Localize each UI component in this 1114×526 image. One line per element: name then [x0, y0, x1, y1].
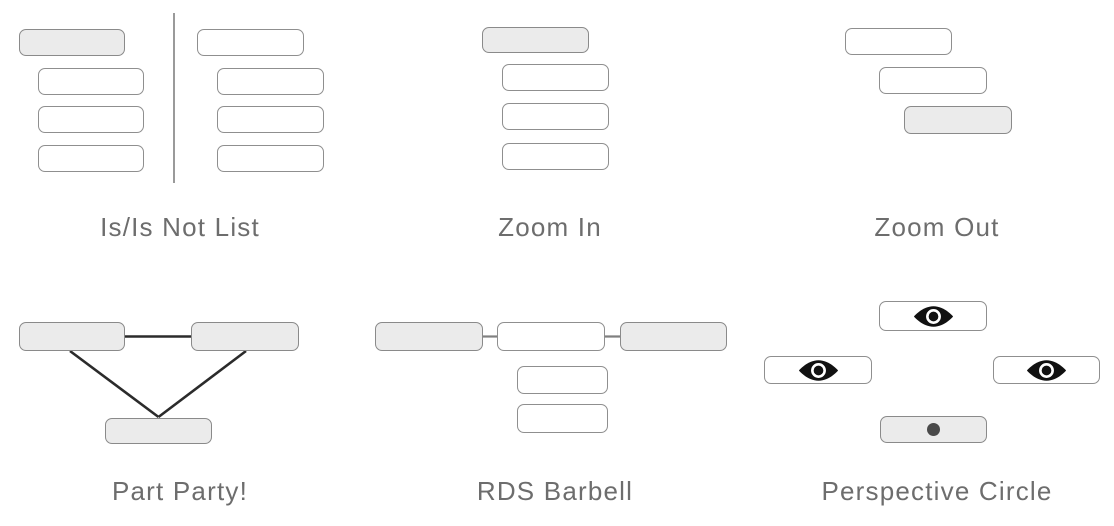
node-box — [217, 68, 324, 95]
node-box — [217, 106, 324, 133]
node-box — [38, 106, 144, 133]
node-box — [197, 29, 304, 56]
node-box — [38, 145, 144, 172]
node-box — [502, 143, 609, 170]
template-option-zoom-out[interactable]: Zoom Out — [760, 0, 1114, 260]
node-box — [19, 322, 125, 351]
template-option-zoom-in[interactable]: Zoom In — [350, 0, 750, 260]
divider-line — [173, 13, 175, 183]
node-box — [764, 356, 872, 384]
node-box — [993, 356, 1100, 384]
node-box — [880, 416, 987, 443]
template-label: Is/Is Not List — [100, 212, 260, 242]
node-box — [502, 64, 609, 91]
template-label: RDS Barbell — [476, 476, 634, 506]
template-option-is-is-not-list[interactable]: Is/Is Not List — [0, 0, 360, 260]
node-box — [482, 27, 589, 53]
node-box — [19, 29, 125, 56]
node-box — [904, 106, 1012, 134]
connector-line — [157, 349, 247, 419]
node-box — [497, 322, 605, 351]
node-box — [845, 28, 952, 55]
dot-icon — [927, 423, 940, 436]
eye-icon — [913, 305, 953, 327]
node-box — [502, 103, 609, 130]
connector-line — [69, 349, 160, 419]
template-option-part-party[interactable]: Part Party! — [0, 270, 360, 526]
node-box — [620, 322, 727, 351]
node-box — [191, 322, 299, 351]
node-box — [375, 322, 483, 351]
node-box — [879, 301, 987, 331]
node-box — [217, 145, 324, 172]
template-label: Zoom In — [498, 212, 602, 242]
template-label: Zoom Out — [874, 212, 1000, 242]
node-box — [517, 404, 608, 433]
template-label: Part Party! — [111, 476, 248, 506]
node-box — [38, 68, 144, 95]
template-label: Perspective Circle — [821, 476, 1053, 506]
eye-icon — [1026, 359, 1067, 381]
template-option-perspective-circle[interactable]: Perspective Circle — [760, 270, 1114, 526]
node-box — [517, 366, 608, 394]
eye-icon — [798, 359, 838, 381]
node-box — [105, 418, 212, 444]
template-option-rds-barbell[interactable]: RDS Barbell — [360, 270, 750, 526]
node-box — [879, 67, 987, 94]
